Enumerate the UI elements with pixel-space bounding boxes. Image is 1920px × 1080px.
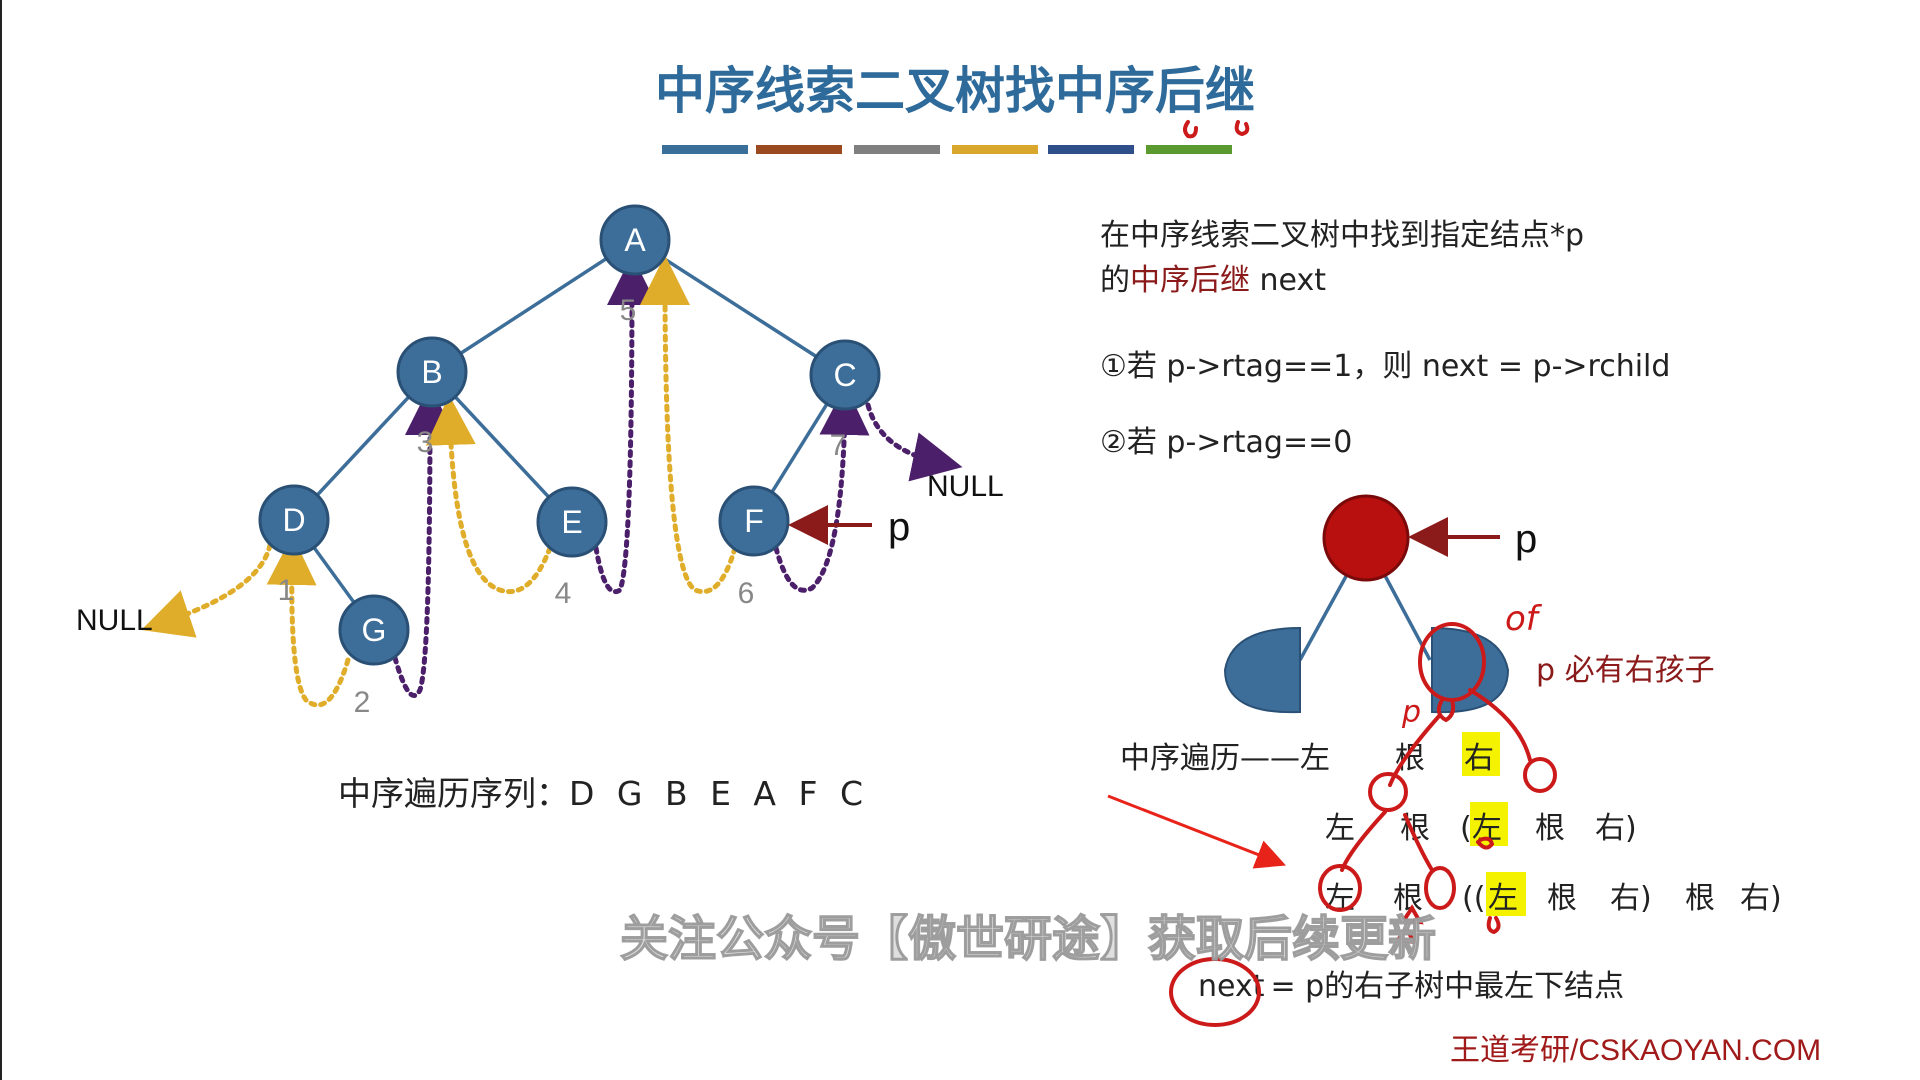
tree-node-E: E xyxy=(536,486,608,558)
node-circle xyxy=(809,339,881,411)
node-circle xyxy=(599,204,671,276)
title-bar-segment-3 xyxy=(854,145,940,154)
node-label: F xyxy=(744,503,764,539)
node-circle xyxy=(338,594,410,666)
thread-arrows xyxy=(141,255,963,708)
order-number-2: 2 xyxy=(354,686,371,719)
inorder-sequence-label: 中序遍历序列：D G B E A F C xyxy=(338,774,869,813)
ink-circle-gen xyxy=(1424,866,1456,910)
inorder-rule-line-3: 左根((左根右)根右) xyxy=(1325,881,1782,916)
ink-branch-right xyxy=(1468,688,1532,762)
null-label-right: NULL xyxy=(927,470,1004,503)
node-label: D xyxy=(282,502,305,538)
intro-line-1: 在中序线索二叉树中找到指定结点*p xyxy=(1100,218,1584,253)
node-label: B xyxy=(421,354,442,390)
red-pointer-arrow xyxy=(1107,794,1286,869)
node-circle xyxy=(536,486,608,558)
conclusion-line: next= p的右子树中最左下结点 xyxy=(1198,969,1624,1004)
tree-node-D: D xyxy=(258,484,330,556)
tree-node-C: C xyxy=(809,339,881,411)
case-2-text: ②若 p->rtag==0 xyxy=(1100,425,1352,460)
title-color-bar xyxy=(662,145,1232,154)
ink-label-p: p xyxy=(1401,695,1421,730)
ink-triangle-2 xyxy=(1394,924,1418,945)
ink-loop-1 xyxy=(1436,698,1456,723)
ink-circle-right-leaf xyxy=(1523,757,1557,793)
ink-circle-middle xyxy=(1368,772,1408,812)
ink-circle-leftmost xyxy=(1318,864,1362,912)
tree-edges xyxy=(292,238,847,632)
ink-circle-next xyxy=(1169,957,1261,1027)
thread-D-null xyxy=(141,542,273,638)
thread-F-to-C xyxy=(773,385,870,593)
brand-footer: 王道考研/CSKAOYAN.COM xyxy=(1450,1034,1821,1067)
order-number-1: 1 xyxy=(278,574,295,607)
watermark-text: 关注公众号【傲世研途】获取后续更新 xyxy=(620,911,1436,967)
ink-mark-zuo-line2 xyxy=(1476,836,1495,850)
pointer-p-label: p xyxy=(888,505,910,549)
order-number-4: 4 xyxy=(555,577,572,610)
thread-G-to-D xyxy=(266,535,351,708)
thread-E-to-B xyxy=(425,395,553,594)
order-number-6: 6 xyxy=(738,577,755,610)
tree-node-A: A xyxy=(599,204,671,276)
highlight-you-line1 xyxy=(1462,732,1500,776)
ink-branch-down xyxy=(1388,713,1442,787)
case-1-text: ①若 p->rtag==1，则 next = p->rchild xyxy=(1100,349,1670,384)
ink-dot-mark-2 xyxy=(1234,120,1250,137)
order-number-7: 7 xyxy=(830,429,847,462)
left-subtree-shape xyxy=(1223,626,1301,714)
node-label: C xyxy=(833,357,856,393)
node-label: E xyxy=(561,504,582,540)
thread-E-to-A xyxy=(593,255,657,595)
ink-branch-mid xyxy=(1403,813,1434,872)
has-right-child-text: p 必有右孩子 xyxy=(1536,653,1715,688)
ink-label-of: of xyxy=(1505,599,1543,639)
title-bar-segment-4 xyxy=(952,145,1038,154)
title-bar-segment-1 xyxy=(662,145,748,154)
ink-triangle-1 xyxy=(1400,904,1424,925)
node-circle xyxy=(396,336,468,408)
ink-mark-zuo-line3 xyxy=(1486,916,1501,935)
thread-F-to-A xyxy=(640,255,738,594)
null-label-left: NULL xyxy=(76,604,153,637)
tree-node-B: B xyxy=(396,336,468,408)
title-bar-segment-5 xyxy=(1048,145,1134,154)
order-number-5: 5 xyxy=(620,294,637,327)
edge-A-B xyxy=(431,238,636,374)
intro-line-2: 的中序后继 next xyxy=(1100,263,1326,298)
handwriting-annotations: of p xyxy=(1169,599,1557,1027)
node-label: A xyxy=(624,222,646,258)
tree-node-G: G xyxy=(338,594,410,666)
ink-dot-mark-1 xyxy=(1183,120,1198,139)
mini-pointer-p-label: p xyxy=(1515,517,1537,561)
node-label: G xyxy=(362,612,387,648)
thread-C-null xyxy=(865,402,963,482)
tree-node-F: F xyxy=(718,485,790,557)
highlight-zuo-line3 xyxy=(1486,872,1526,916)
slide-title: 中序线索二叉树找中序后继 xyxy=(655,62,1255,120)
node-p-circle xyxy=(1322,494,1410,582)
inorder-rule-line-1: 中序遍历——左根右 xyxy=(1120,741,1494,776)
inorder-sequence-value: D G B E A F C xyxy=(569,774,869,813)
order-number-3: 3 xyxy=(417,426,434,459)
title-bar-segment-2 xyxy=(756,145,842,154)
node-circle xyxy=(258,484,330,556)
thread-G-to-B xyxy=(392,385,455,698)
title-bar-segment-6 xyxy=(1146,145,1232,154)
inorder-successor-highlight: 中序后继 xyxy=(1130,263,1250,298)
